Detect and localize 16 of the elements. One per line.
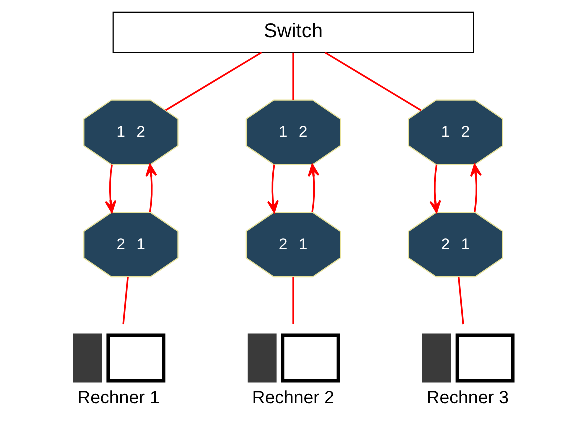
connector xyxy=(122,277,128,325)
node-box: Switch xyxy=(112,12,474,54)
arrow xyxy=(308,164,320,213)
node-label: Rechner 1 xyxy=(77,388,160,408)
connector xyxy=(292,52,294,100)
arrow xyxy=(104,164,116,214)
connector xyxy=(164,52,262,112)
arrow xyxy=(145,164,157,213)
connector xyxy=(458,277,464,325)
node-label: Rechner 3 xyxy=(426,388,508,408)
arrow xyxy=(266,164,278,214)
arrow xyxy=(429,164,441,214)
connector xyxy=(292,277,294,324)
arrow xyxy=(470,164,482,213)
node-label: Rechner 2 xyxy=(252,388,334,408)
connector xyxy=(324,52,422,112)
